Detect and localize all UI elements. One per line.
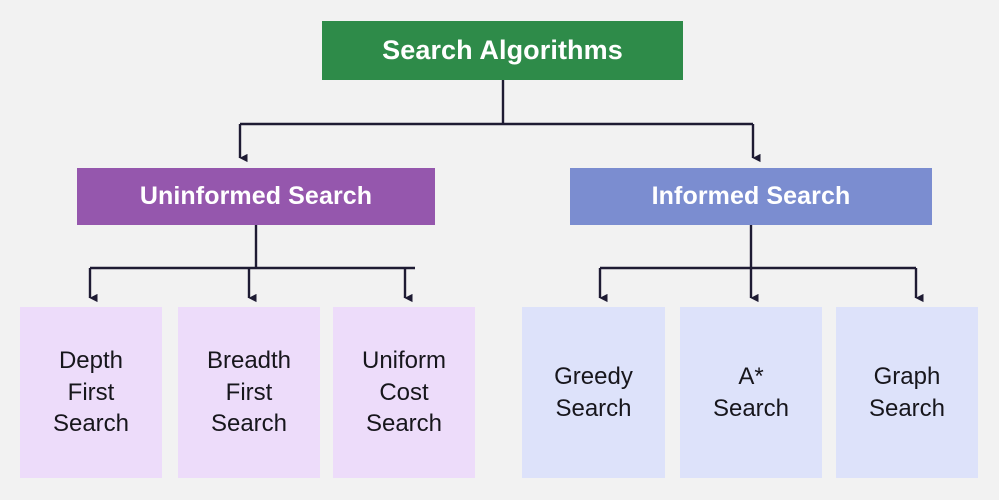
node-label: Uninformed Search [139,182,373,210]
node-label: Informed Search [651,182,851,210]
node-label: Search Algorithms [382,35,623,65]
node-uninformed-search[interactable]: Uninformed Search [77,168,435,225]
node-label: A*Search [712,362,790,422]
node-a-star-search[interactable]: A*Search [680,307,822,478]
node-search-algorithms[interactable]: Search Algorithms [322,21,683,80]
node-informed-search[interactable]: Informed Search [570,168,932,225]
